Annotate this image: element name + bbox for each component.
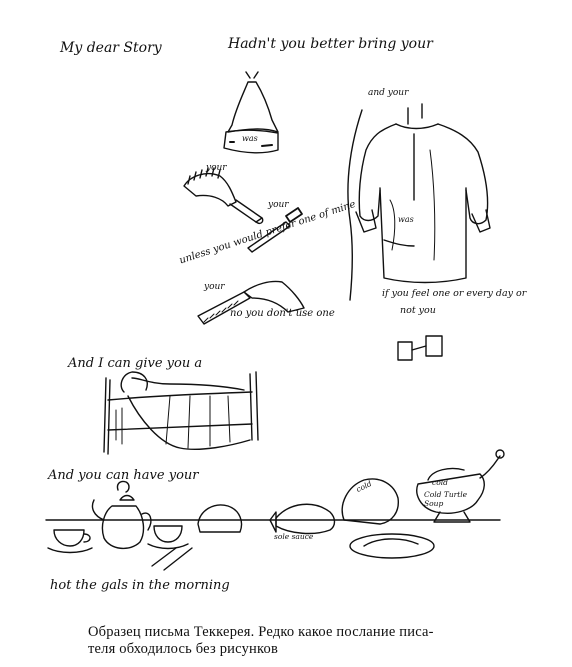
no-use-line-text: no you don't use one: [230, 308, 335, 319]
hairbrush-drawing: [183, 167, 264, 225]
figure-caption: Образец письма Теккерея. Редко какое пос…: [88, 624, 508, 658]
sole-sauce-label-text: sole sauce: [274, 532, 314, 541]
caption-line-1: Образец письма Теккерея. Редко какое пос…: [88, 624, 434, 640]
shirt-label-text: was: [398, 215, 414, 224]
breakfast-drawing: [45, 449, 505, 571]
have-your-line-text: And you can have your: [48, 468, 199, 483]
razor-drawing: [247, 207, 303, 253]
razor-case-drawing: [197, 280, 305, 325]
if-you-feel-line-text: if you feel one or every day or: [382, 288, 527, 299]
brush-label-text: your: [206, 163, 227, 173]
razor-label-text: your: [268, 200, 289, 210]
give-you-line-text: And I can give you a: [68, 356, 203, 371]
nightcap-drawing: [223, 71, 279, 154]
cufflinks-drawing: [397, 335, 443, 361]
and-your-label-text: and your: [368, 88, 409, 98]
shirt-drawing: [355, 103, 491, 284]
bring-line-text: Hadn't you better bring your: [228, 36, 433, 52]
greeting-text: My dear Story: [60, 40, 162, 56]
razorcase-label-text: your: [204, 282, 225, 292]
turtle-soup-label-text: Cold Turtle Soup: [424, 490, 468, 508]
bed-drawing: [103, 371, 259, 455]
bracket-line: [347, 109, 363, 301]
cold-label-2-text: cold: [432, 478, 448, 487]
hot-gals-line-text: hot the gals in the morning: [50, 578, 230, 593]
caption-line-2: теля обходилось без рисунков: [88, 641, 278, 657]
not-you-line-text: not you: [400, 305, 436, 316]
cap-label-text: was: [242, 134, 258, 143]
